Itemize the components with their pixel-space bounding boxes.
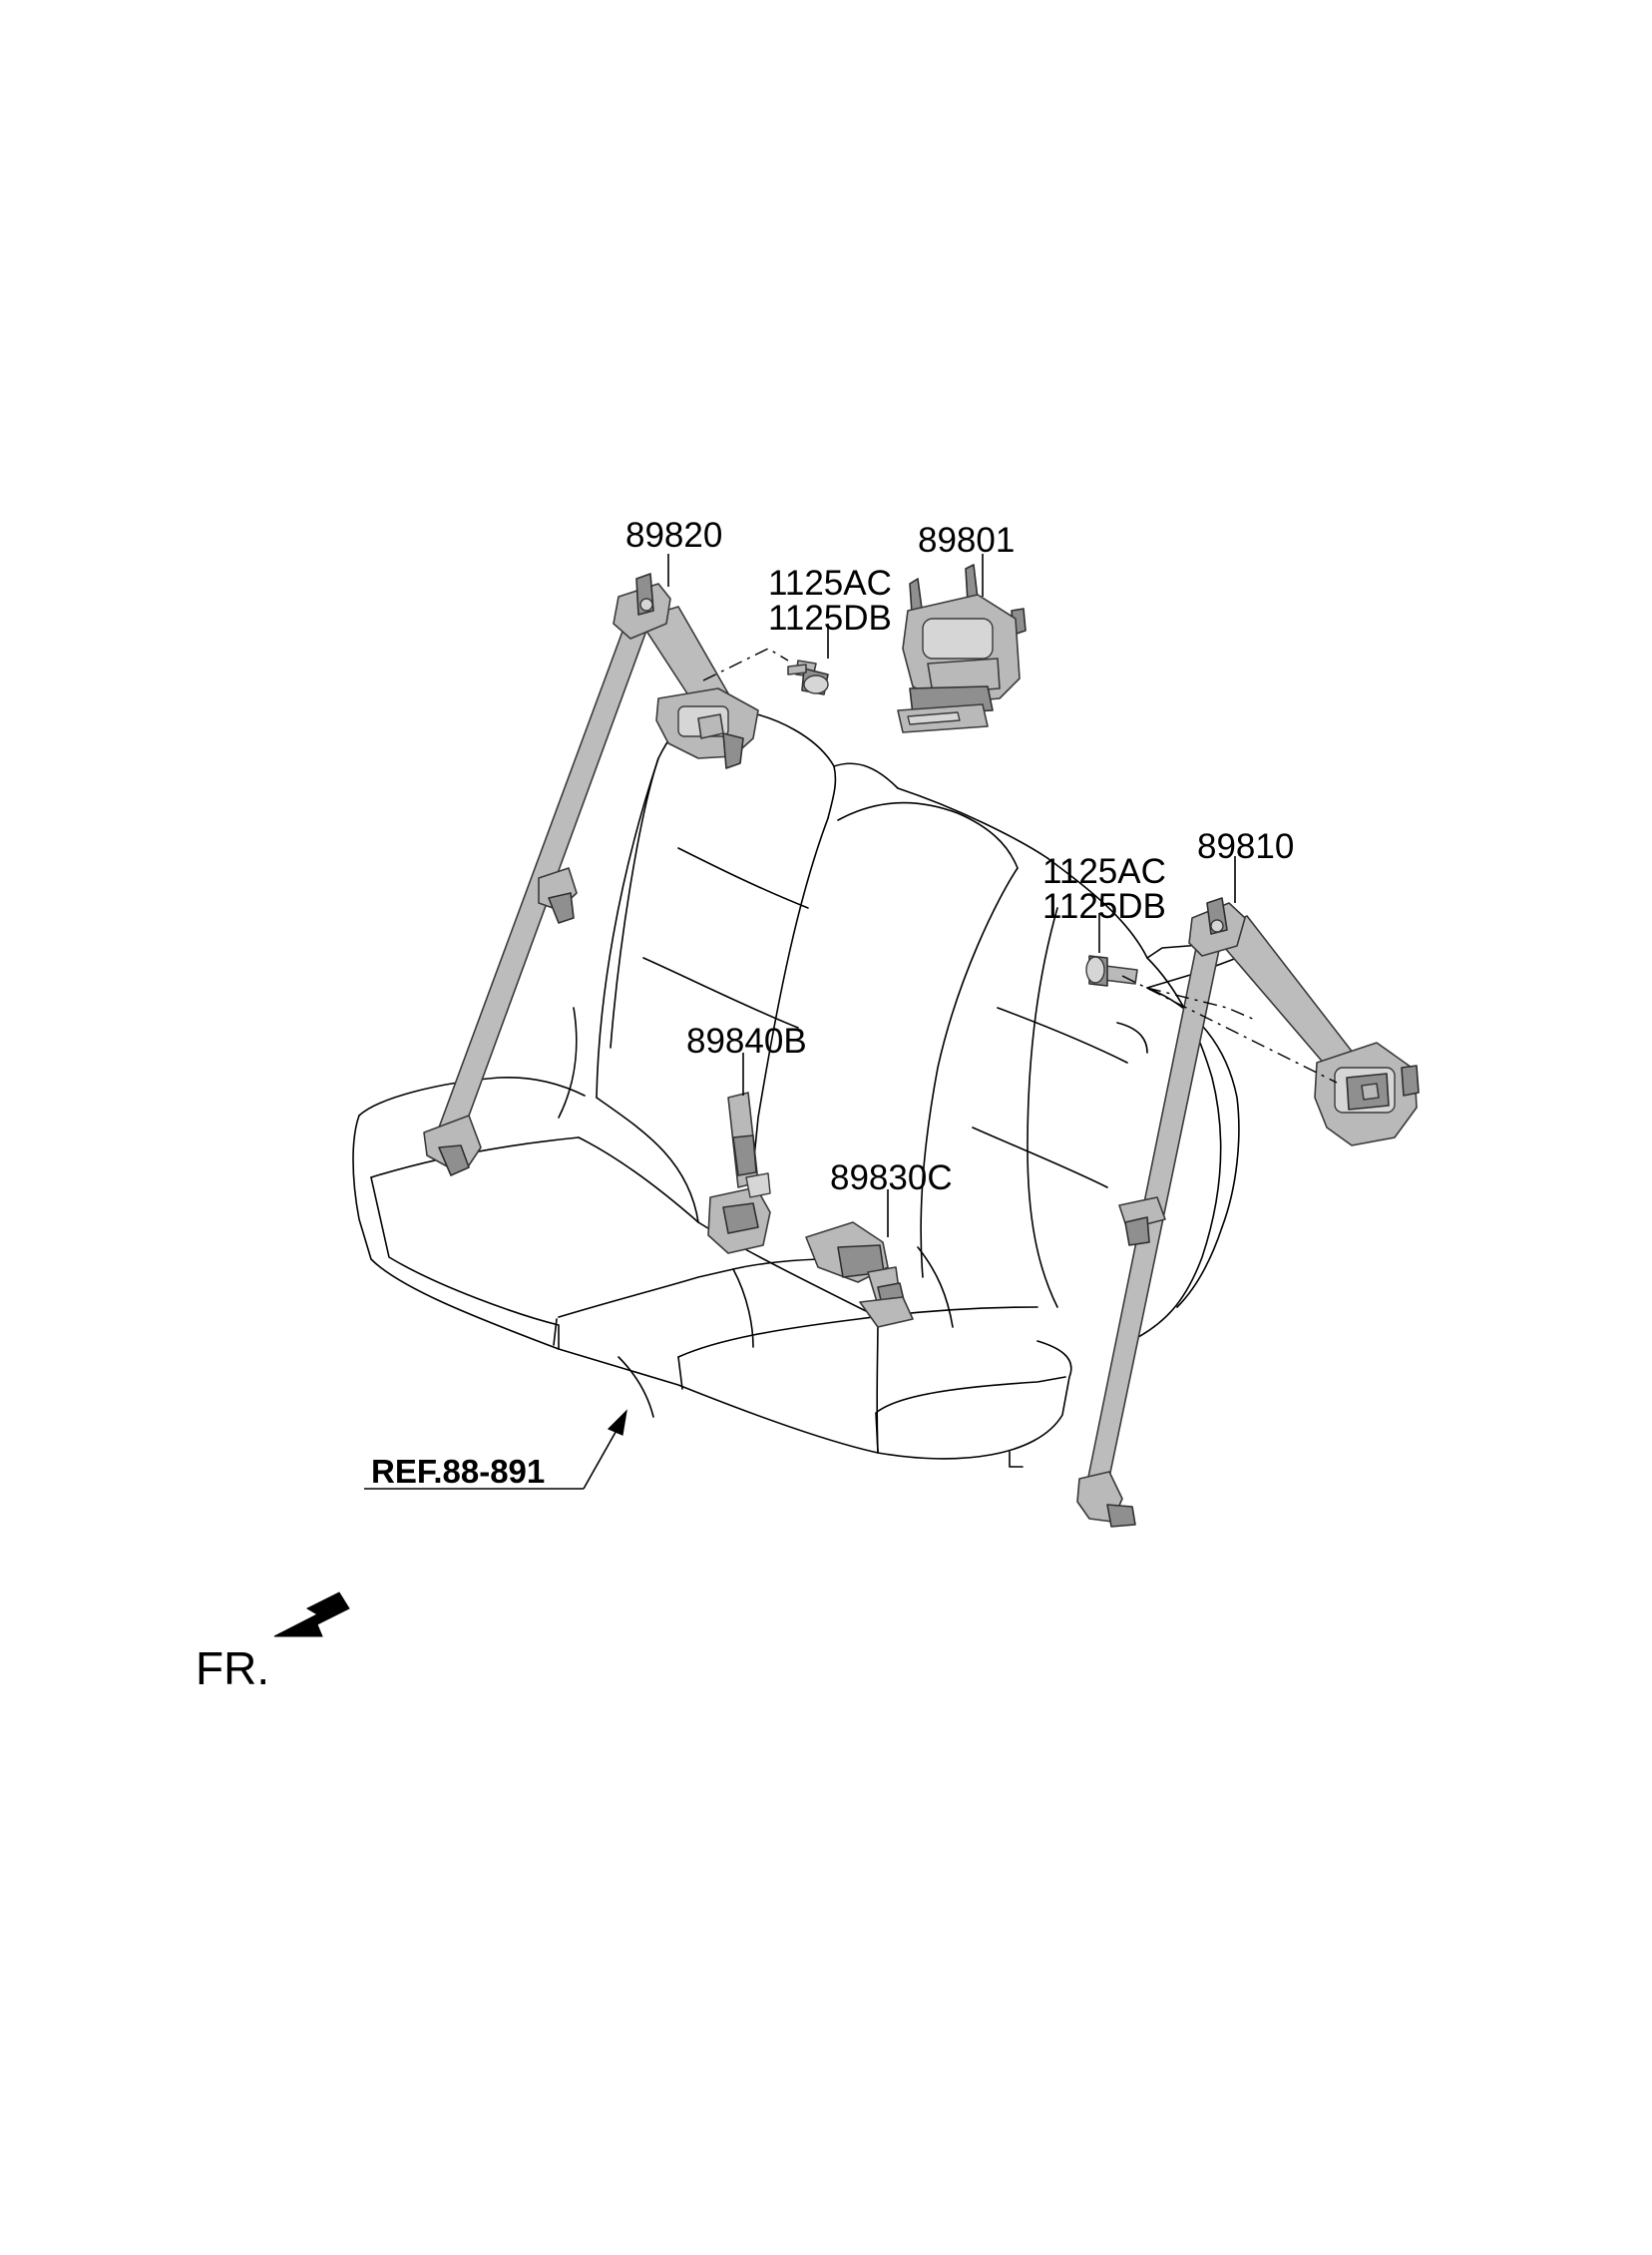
left-seat-belt-assembly xyxy=(423,573,759,1176)
reference-callout xyxy=(364,1409,627,1490)
label-89830C: 89830C xyxy=(830,1158,953,1197)
leader-lines xyxy=(667,554,1338,1237)
side-buckle xyxy=(805,1221,914,1328)
label-bolt-top-ac: 1125AC xyxy=(768,564,892,603)
ref-arrowhead-icon xyxy=(607,1409,627,1436)
bolt-top xyxy=(787,660,829,695)
label-89840B: 89840B xyxy=(686,1022,807,1061)
label-bolt-right-db: 1125DB xyxy=(1042,887,1166,926)
front-indicator-label: FR. xyxy=(196,1642,269,1694)
right-seat-belt-assembly xyxy=(1076,897,1420,1528)
label-89801: 89801 xyxy=(918,521,1015,560)
label-89810: 89810 xyxy=(1197,827,1294,866)
label-bolt-top-db: 1125DB xyxy=(768,599,892,638)
center-retractor xyxy=(897,564,1027,733)
label-bolt-right-ac: 1125AC xyxy=(1042,852,1166,891)
bolt-right xyxy=(1085,955,1138,987)
arrow-down-left-icon xyxy=(273,1591,350,1637)
label-89820: 89820 xyxy=(625,516,722,555)
center-buckle xyxy=(707,1092,771,1254)
reference-label: REF.88-891 xyxy=(371,1453,545,1490)
